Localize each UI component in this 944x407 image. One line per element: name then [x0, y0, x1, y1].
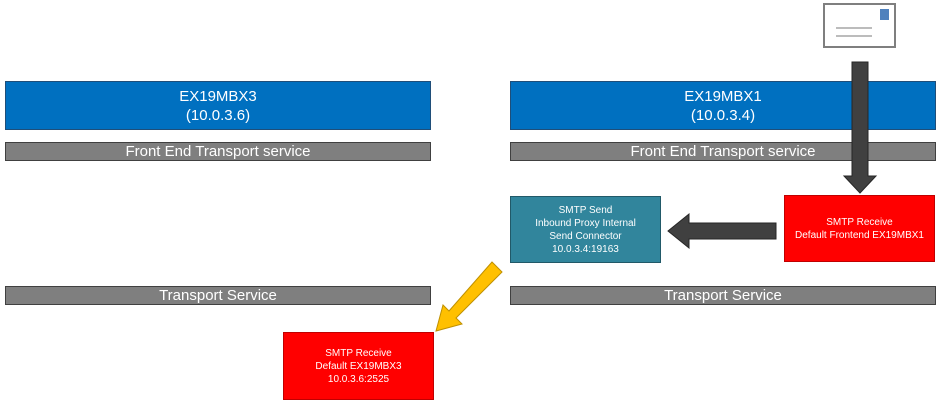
connector-line: SMTP Receive [826, 216, 893, 228]
transport-service-bar-left: Transport Service [5, 286, 431, 305]
server-ip: (10.0.3.4) [690, 106, 756, 124]
frontend-transport-bar-left: Front End Transport service [5, 142, 431, 161]
arrow-down-icon [842, 61, 878, 194]
smtp-send-proxy-box: SMTP Send Inbound Proxy Internal Send Co… [510, 196, 661, 263]
connector-line: 10.0.3.4:19163 [552, 243, 619, 255]
smtp-receive-frontend-box: SMTP Receive Default Frontend EX19MBX1 [784, 195, 935, 262]
transport-service-bar-right: Transport Service [510, 286, 936, 305]
smtp-receive-mbx3-box: SMTP Receive Default EX19MBX3 10.0.3.6:2… [283, 332, 434, 400]
connector-line: Default EX19MBX3 [315, 360, 402, 372]
arrow-down-left-icon [435, 261, 503, 332]
connector-line: Send Connector [549, 230, 622, 242]
frontend-transport-bar-right: Front End Transport service [510, 142, 936, 161]
envelope-icon [823, 3, 896, 48]
connector-line: SMTP Send [558, 204, 613, 216]
server-name: EX19MBX3 [179, 87, 257, 105]
arrow-left-icon [667, 212, 777, 250]
connector-line: Inbound Proxy Internal [535, 217, 636, 229]
server-name: EX19MBX1 [684, 87, 762, 105]
connector-line: 10.0.3.6:2525 [327, 373, 390, 385]
server-ip: (10.0.3.6) [185, 106, 251, 124]
server-ex19mbx3: EX19MBX3 (10.0.3.6) [5, 81, 431, 130]
connector-line: Default Frontend EX19MBX1 [795, 229, 924, 241]
connector-line: SMTP Receive [325, 347, 392, 359]
